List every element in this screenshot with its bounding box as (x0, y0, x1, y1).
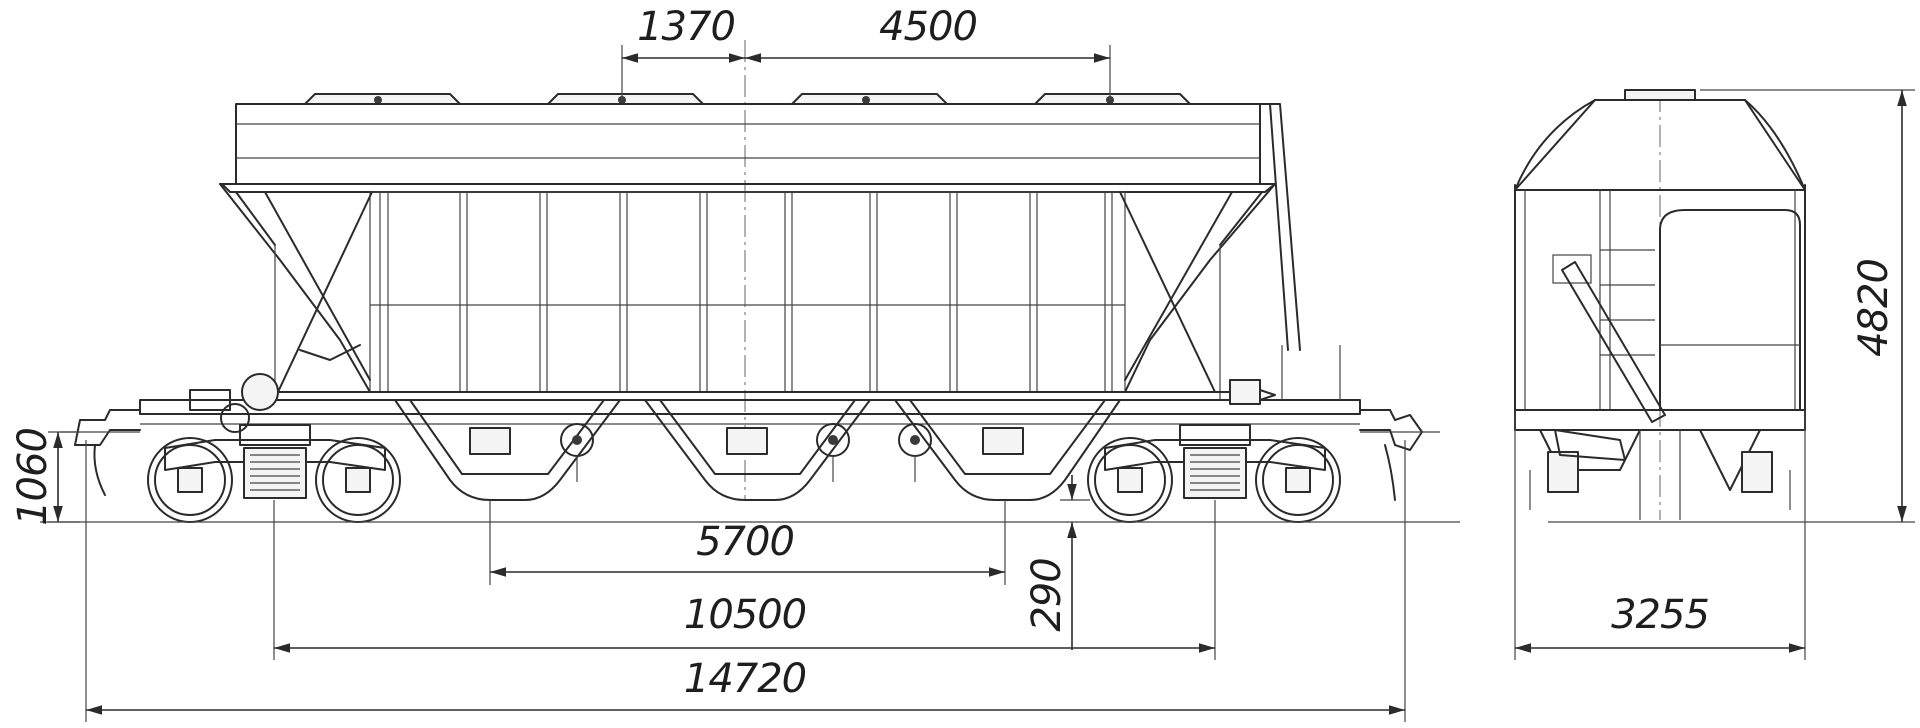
end-dimensions: 4820 3255 (1514, 89, 1915, 660)
end-ladder (1552, 190, 1655, 410)
left-bogie (147, 424, 401, 523)
dim-width: 3255 (1611, 592, 1709, 638)
side-stakes (370, 192, 1125, 392)
underframe (139, 391, 1361, 425)
dim-bogie-centers: 10500 (684, 592, 806, 638)
right-bogie (1087, 424, 1341, 523)
dim-hatch-pitch: 4500 (879, 4, 977, 50)
roof-hatches (304, 93, 1191, 105)
dim-length-over-couplers: 14720 (684, 656, 806, 702)
car-body (219, 103, 1301, 400)
dim-hatch-offset: 1370 (637, 4, 735, 50)
dim-hopper-clearance: 290 (1024, 558, 1070, 631)
side-dimensions: 1370 4500 1060 5700 290 10500 14720 (10, 4, 1406, 722)
side-view (40, 40, 1460, 523)
hoppers (394, 399, 1121, 501)
end-view (1514, 89, 1806, 523)
brake-gear (189, 344, 1341, 433)
dim-bogie-spacing-inner: 5700 (696, 519, 794, 565)
dim-coupler-height: 1060 (10, 428, 56, 526)
dim-height: 4820 (1851, 259, 1897, 357)
